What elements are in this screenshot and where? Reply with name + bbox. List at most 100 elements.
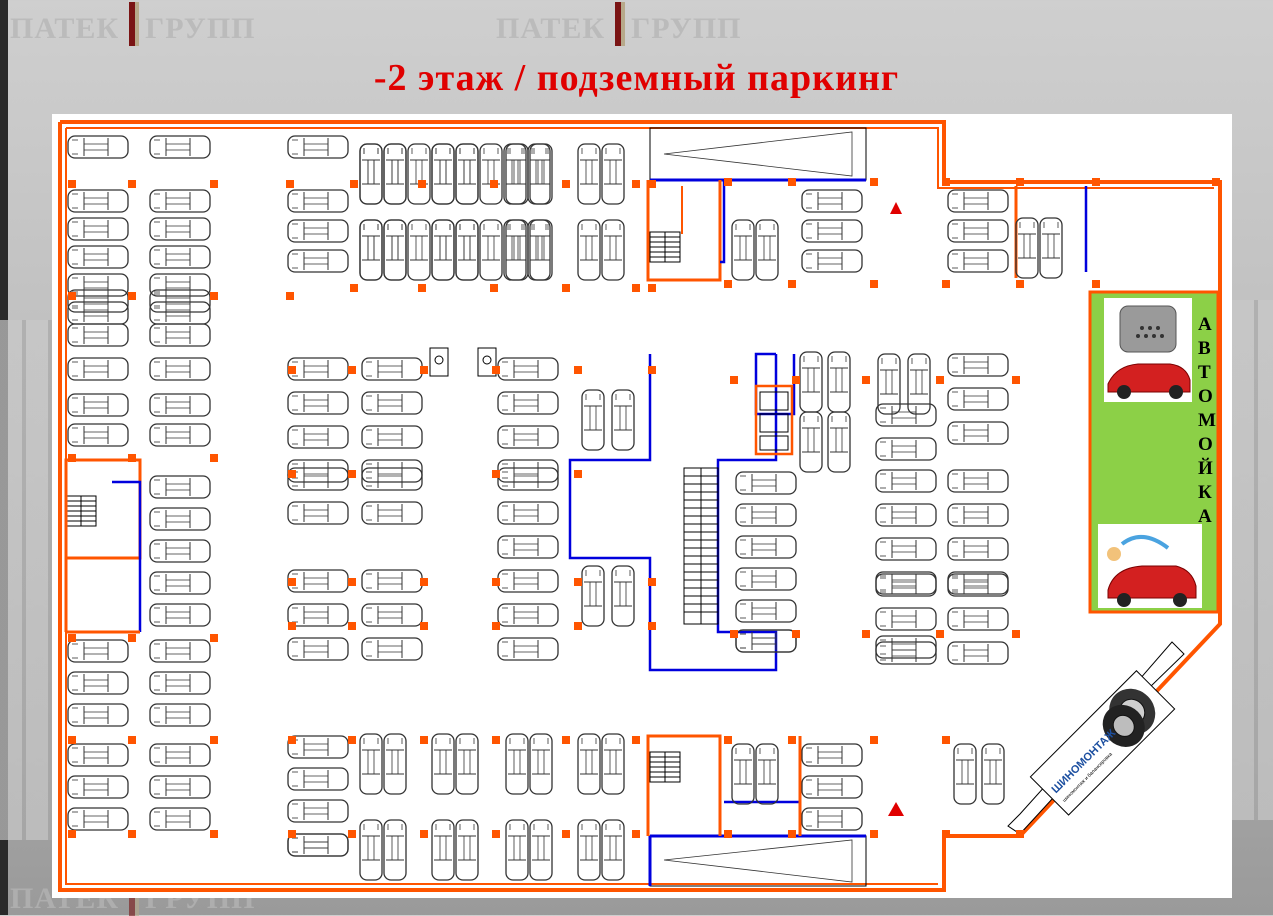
structural-column — [210, 634, 218, 642]
car-icon — [875, 573, 937, 597]
ramp-top — [649, 127, 867, 182]
structural-column — [288, 366, 296, 374]
car-icon — [431, 733, 455, 795]
structural-column — [128, 830, 136, 838]
structural-column — [210, 292, 218, 300]
car-icon — [827, 351, 851, 413]
car-icon — [497, 357, 559, 381]
car-icon — [875, 635, 937, 659]
car-icon — [611, 389, 635, 451]
car-icon — [947, 537, 1009, 561]
car-icon — [287, 135, 349, 159]
ramp-bottom — [648, 834, 867, 887]
structural-column — [492, 366, 500, 374]
car-icon — [505, 219, 529, 281]
car-icon — [67, 189, 129, 213]
car-icon — [287, 357, 349, 381]
car-icon — [947, 469, 1009, 493]
structural-column — [942, 830, 950, 838]
car-icon — [359, 143, 383, 205]
car-icon — [799, 411, 823, 473]
structural-column — [648, 578, 656, 586]
car-icon — [383, 733, 407, 795]
car-icon — [953, 743, 977, 805]
car-icon — [149, 603, 211, 627]
car-icon — [287, 425, 349, 449]
structural-column — [418, 284, 426, 292]
structural-column — [1092, 178, 1100, 186]
car-icon — [497, 603, 559, 627]
car-icon — [827, 411, 851, 473]
parking-spaces — [67, 135, 1063, 881]
car-icon — [359, 219, 383, 281]
car-icon — [149, 539, 211, 563]
car-icon — [1039, 217, 1063, 279]
car-icon — [601, 143, 625, 205]
accessible-space-icon — [429, 347, 497, 377]
car-icon — [455, 219, 479, 281]
structural-column — [348, 366, 356, 374]
car-icon — [801, 189, 863, 213]
structural-column — [128, 180, 136, 188]
car-icon — [1015, 217, 1039, 279]
structural-column — [1016, 830, 1024, 838]
car-icon — [735, 503, 797, 527]
car-icon — [875, 437, 937, 461]
car-icon — [361, 569, 423, 593]
ramp-up-arrow-icon — [888, 802, 904, 816]
structural-column — [492, 578, 500, 586]
car-wash-letter: Й — [1198, 457, 1213, 479]
structural-column — [724, 178, 732, 186]
car-icon — [67, 245, 129, 269]
structural-column — [128, 454, 136, 462]
car-icon — [149, 671, 211, 695]
car-icon — [149, 393, 211, 417]
structural-column — [420, 736, 428, 744]
structural-column — [724, 830, 732, 838]
car-icon — [947, 249, 1009, 273]
structural-column — [490, 180, 498, 188]
car-icon — [877, 353, 901, 415]
car-icon — [149, 475, 211, 499]
car-icon — [947, 571, 1009, 595]
central-core — [568, 352, 796, 672]
car-icon — [431, 219, 455, 281]
structural-column — [1092, 280, 1100, 288]
car-icon — [497, 501, 559, 525]
car-icon — [67, 357, 129, 381]
structural-column — [210, 180, 218, 188]
car-icon — [67, 423, 129, 447]
structural-column — [936, 630, 944, 638]
structural-column — [348, 578, 356, 586]
structural-column — [210, 454, 218, 462]
structural-column — [1016, 280, 1024, 288]
structural-column — [492, 736, 500, 744]
car-icon — [67, 671, 129, 695]
car-icon — [149, 301, 211, 325]
structural-column — [418, 180, 426, 188]
car-icon — [383, 143, 407, 205]
car-icon — [497, 569, 559, 593]
car-icon — [287, 833, 349, 857]
car-wash-letter: А — [1198, 506, 1212, 527]
car-icon — [287, 799, 349, 823]
structural-column — [288, 578, 296, 586]
structural-column — [420, 366, 428, 374]
ramp-up-arrow-icon — [890, 202, 902, 214]
car-icon — [431, 143, 455, 205]
car-icon — [801, 743, 863, 767]
car-icon — [455, 733, 479, 795]
car-icon — [431, 819, 455, 881]
structural-column — [286, 180, 294, 188]
car-icon — [735, 535, 797, 559]
structural-column — [870, 178, 878, 186]
structural-column — [68, 454, 76, 462]
car-icon — [503, 143, 527, 205]
structural-column — [348, 736, 356, 744]
car-icon — [67, 775, 129, 799]
car-wash-letter: А — [1198, 314, 1212, 335]
car-icon — [497, 467, 559, 491]
structural-column — [724, 280, 732, 288]
car-icon — [875, 537, 937, 561]
